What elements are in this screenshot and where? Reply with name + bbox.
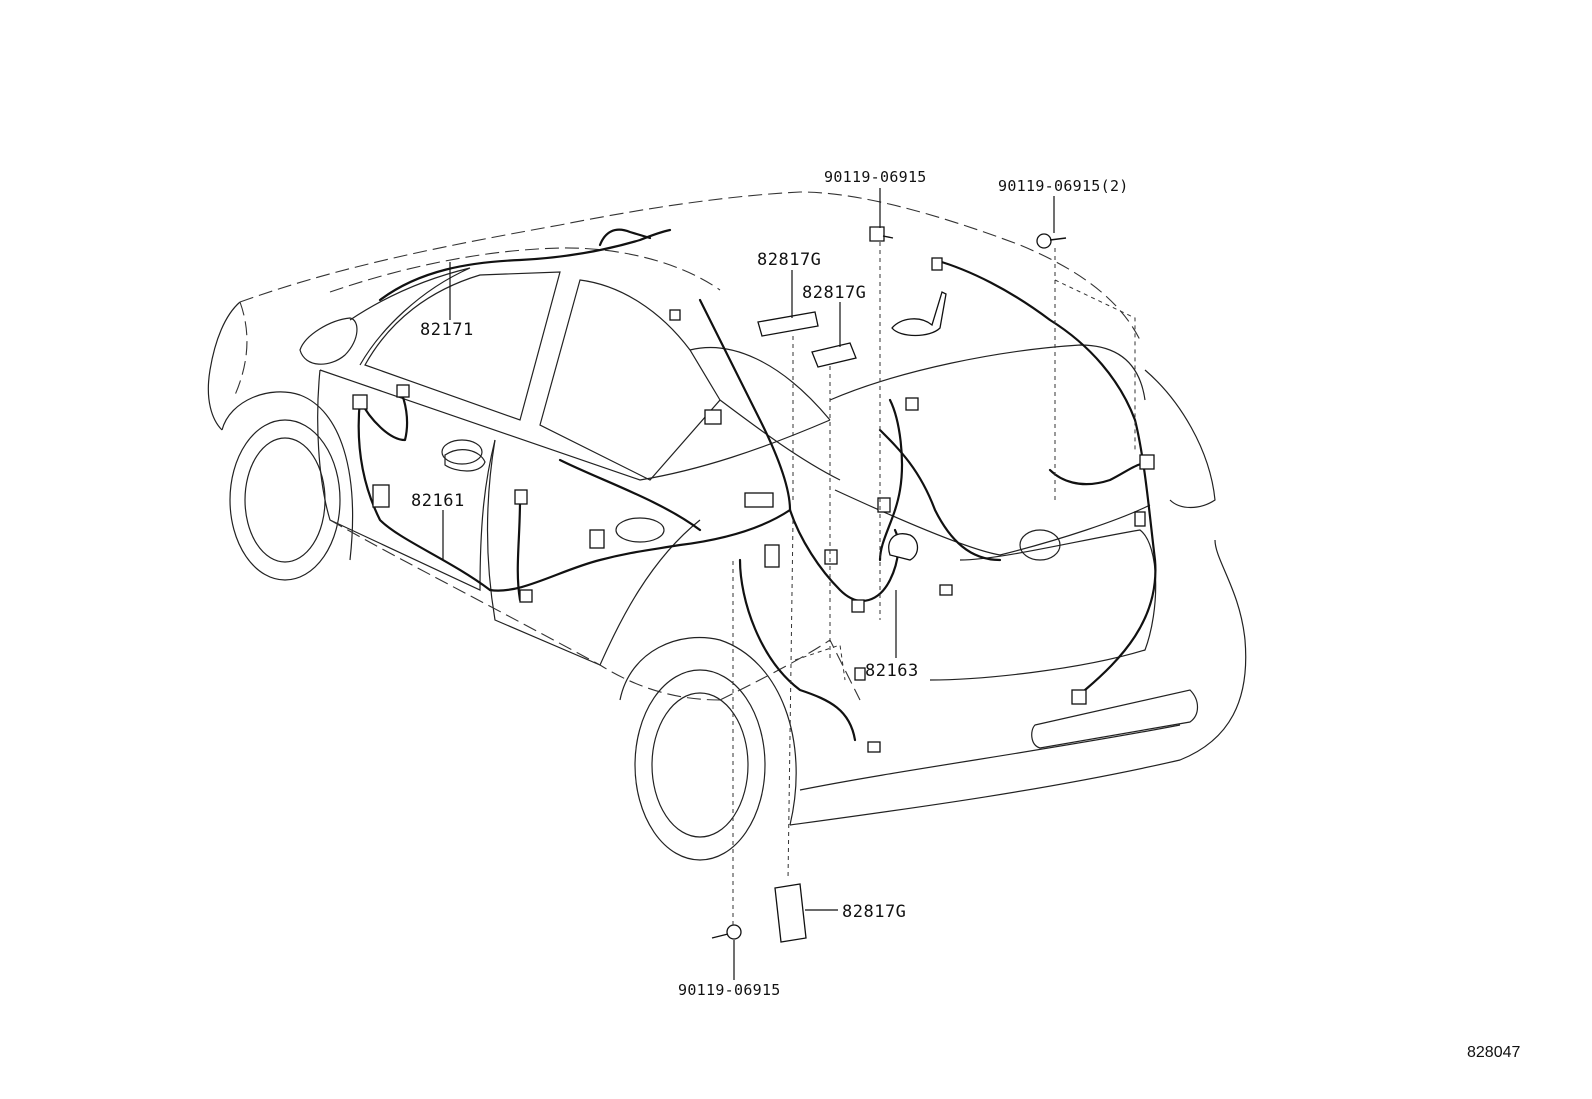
- ref-line-right-bracket: [1054, 279, 1136, 450]
- floor-harness: [488, 508, 792, 592]
- wire-harnesses: [357, 228, 1157, 742]
- label-bolt-top-right: 90119-06915(2): [998, 177, 1129, 195]
- bolt-top-center-shape: [869, 226, 894, 242]
- label-82163: 82163: [865, 661, 919, 681]
- ref-line-quarter: [794, 644, 846, 681]
- roof-outline-inner: [329, 247, 721, 293]
- connector: [867, 741, 881, 753]
- front-handle-recess: [441, 439, 483, 465]
- rear-hatch-harness: [878, 428, 1002, 562]
- quarter-panel-dash: [719, 639, 861, 701]
- diagram-reference-number: 828047: [1467, 1044, 1520, 1061]
- connector: [854, 667, 866, 681]
- rear-bumper-lower: [799, 724, 1181, 791]
- connector: [905, 397, 919, 411]
- rear-wheel: [634, 669, 766, 861]
- ref-line-pad-top-left: [787, 336, 794, 881]
- roof-outline: [239, 191, 1141, 341]
- connector: [1134, 511, 1146, 527]
- connector: [352, 394, 368, 410]
- pad-top-right-shape: [811, 342, 857, 368]
- front-wheel: [229, 419, 341, 581]
- label-bolt-top-center: 90119-06915: [824, 168, 927, 186]
- pad-bottom-shape: [774, 883, 807, 943]
- reference-lines: [732, 242, 1136, 925]
- label-82171: 82171: [420, 320, 474, 340]
- side-mirror: [299, 317, 358, 365]
- quarter-harness: [788, 508, 900, 602]
- roof-harness-branch: [598, 228, 652, 247]
- front-wheel-inner: [244, 437, 326, 563]
- label-82161: 82161: [411, 491, 465, 511]
- front-door-handle: [444, 449, 486, 472]
- rear-wheel-inner: [651, 692, 749, 838]
- roof-antenna: [891, 291, 947, 337]
- rear-hatch: [929, 529, 1157, 681]
- connectors: [352, 257, 1155, 753]
- rear-door-handle: [615, 517, 665, 543]
- labels: 82171 82161 82163 82817G 82817G 82817G 9…: [411, 168, 1520, 1061]
- bolts: [711, 226, 1067, 940]
- connector: [744, 492, 774, 508]
- roof-harness: [378, 228, 672, 302]
- tail-light: [1144, 369, 1216, 509]
- connector: [824, 549, 838, 565]
- bolt-bottom-shape: [711, 924, 742, 940]
- a-pillar: [349, 267, 471, 366]
- front-door-harness-upper: [358, 388, 409, 442]
- leader-lines: [442, 188, 1055, 980]
- car-body: [207, 191, 1247, 861]
- rocker-outline: [329, 519, 721, 701]
- front-wheel-arch: [221, 391, 354, 561]
- connector: [589, 529, 605, 549]
- front-door: [317, 369, 496, 591]
- front-door-harness: [357, 398, 492, 592]
- pads: [757, 311, 857, 943]
- tail-harness: [738, 558, 857, 742]
- c-pillar: [689, 346, 841, 481]
- bolt-top-right-shape: [1036, 233, 1067, 249]
- rear-glass-harness: [878, 398, 904, 562]
- connector: [939, 584, 953, 596]
- hood-outline: [207, 301, 241, 431]
- connector: [704, 409, 722, 425]
- connector: [396, 384, 410, 398]
- rear-hatch-branch: [1048, 462, 1152, 486]
- pad-top-left-shape: [757, 311, 819, 337]
- connector: [851, 599, 865, 613]
- belt-line: [319, 369, 831, 481]
- connector: [519, 589, 533, 603]
- connector: [877, 497, 891, 513]
- connector: [669, 309, 681, 321]
- b-pillar-harness: [698, 298, 792, 512]
- front-window: [364, 271, 561, 421]
- label-pad-bottom: 82817G: [842, 902, 906, 922]
- connector: [931, 257, 943, 271]
- rear-door: [486, 439, 701, 666]
- rear-emblem: [1019, 529, 1061, 561]
- connector: [514, 489, 528, 505]
- connector: [1139, 454, 1155, 470]
- floor-harness-rear: [516, 458, 702, 602]
- harness-grommet: [888, 533, 919, 561]
- rear-wheel-arch: [619, 636, 797, 826]
- rear-window: [539, 279, 721, 481]
- connector: [372, 484, 390, 508]
- label-pad-top-right: 82817G: [802, 283, 866, 303]
- label-bolt-bottom: 90119-06915: [678, 981, 781, 999]
- license-plate-recess: [1031, 689, 1199, 749]
- rear-roof-harness: [933, 258, 1157, 692]
- hood-dash: [234, 301, 248, 396]
- rear-glass: [829, 344, 1146, 401]
- connector: [1071, 689, 1087, 705]
- rear-bumper: [789, 539, 1247, 826]
- connector: [764, 544, 780, 568]
- label-pad-top-left: 82817G: [757, 250, 821, 270]
